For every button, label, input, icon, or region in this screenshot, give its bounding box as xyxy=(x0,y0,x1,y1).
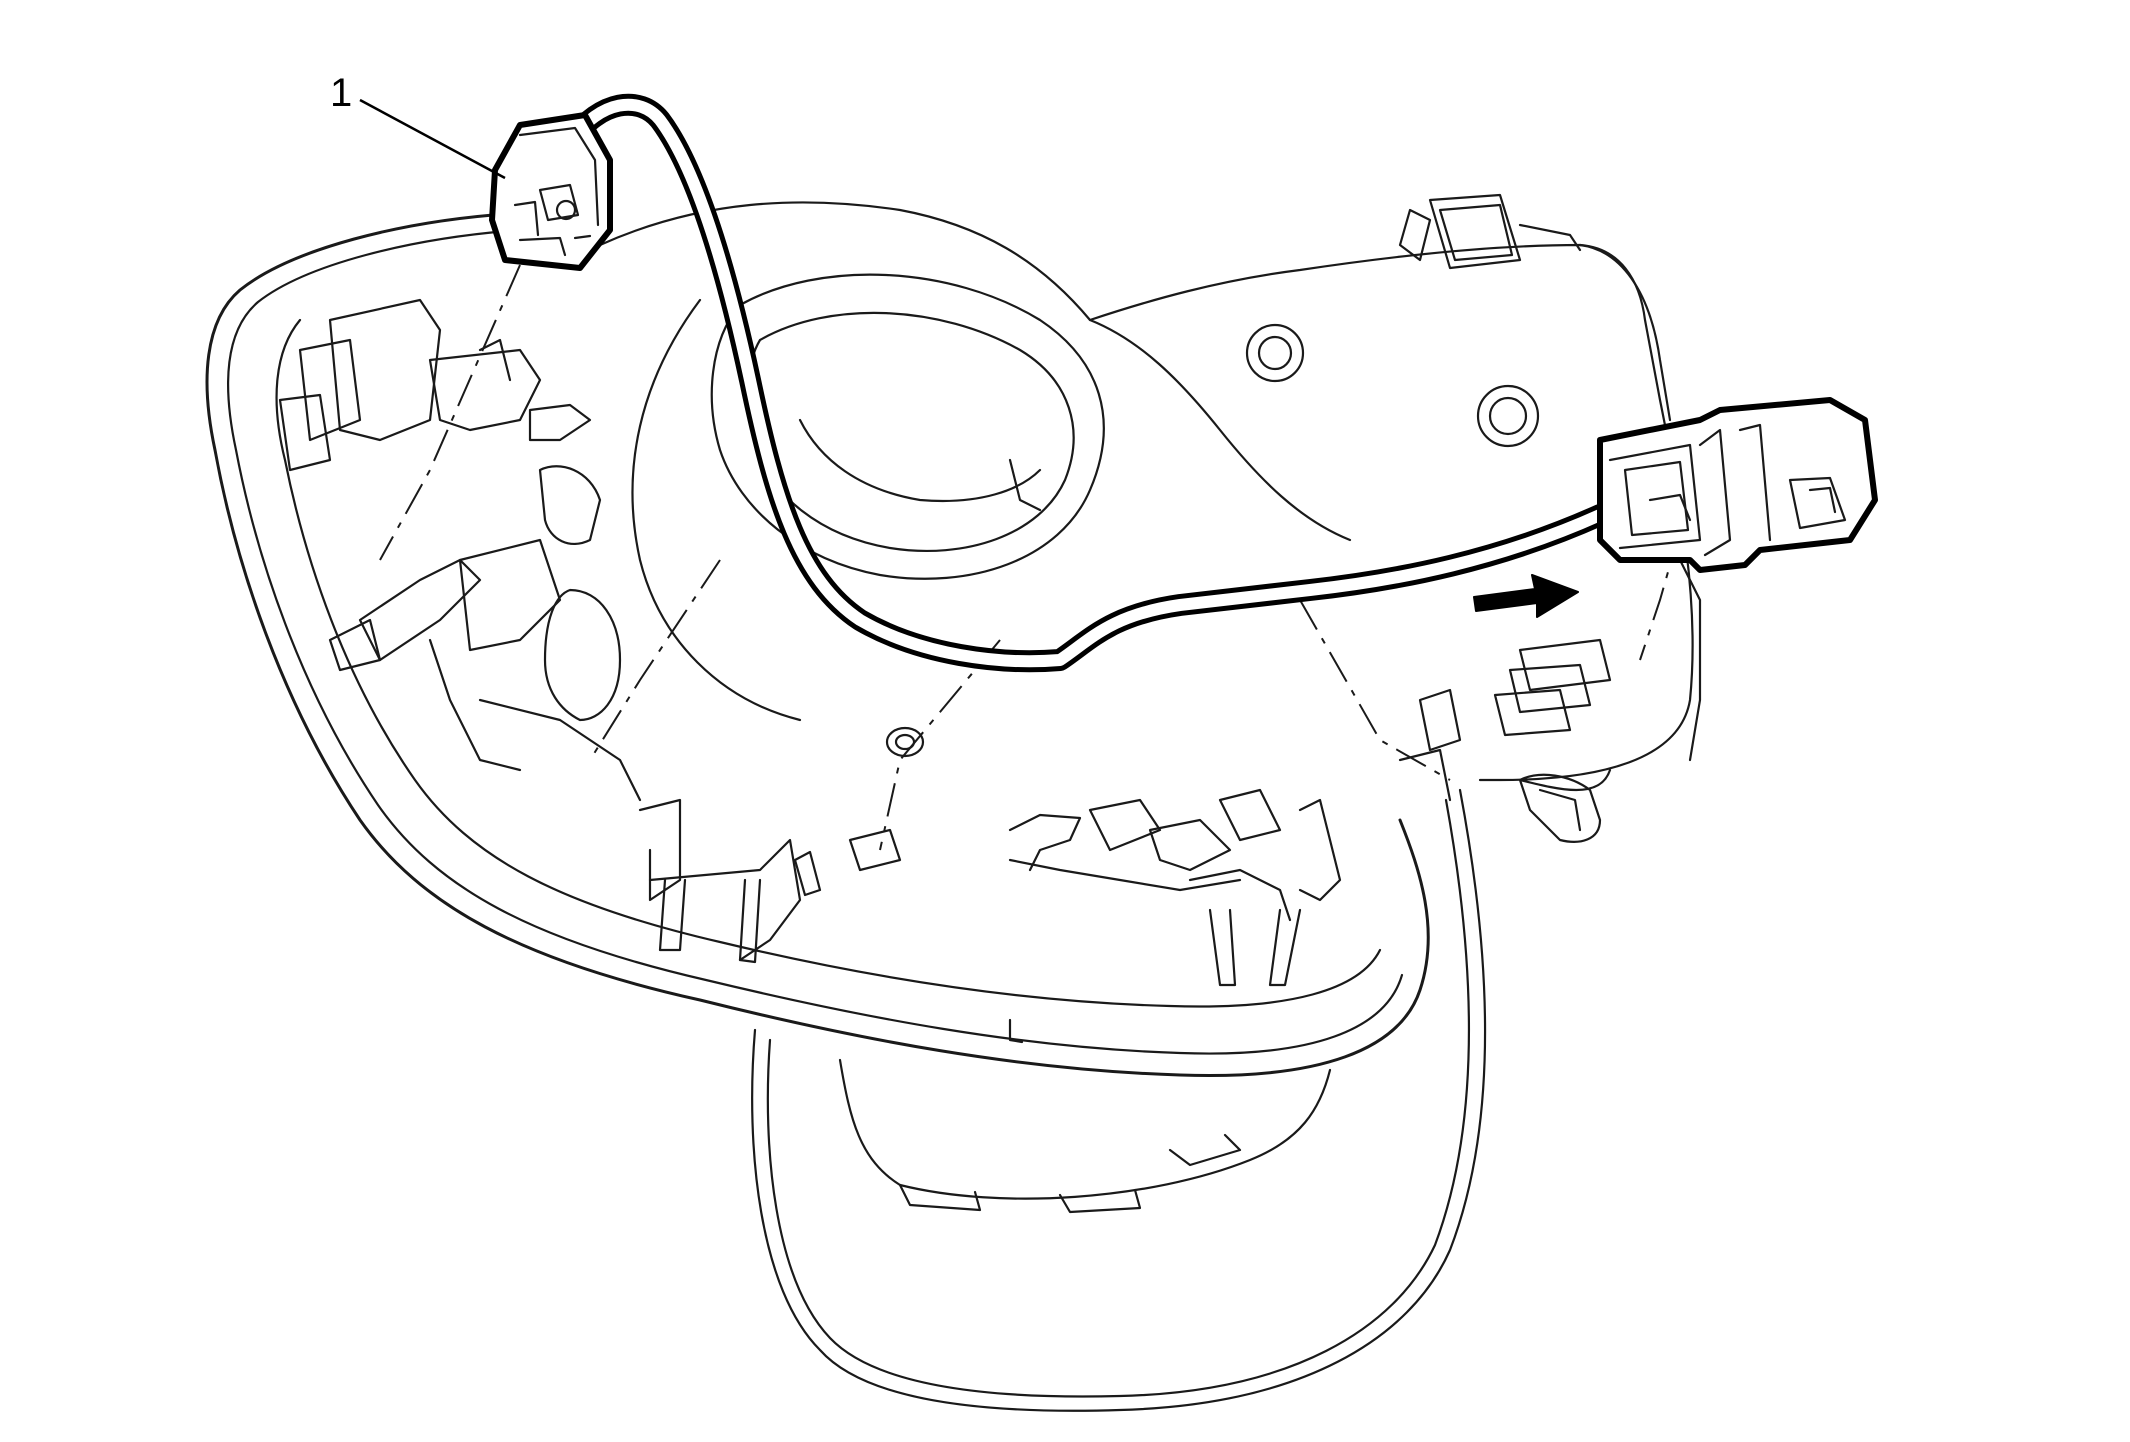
fuel-door-flap xyxy=(751,788,1487,1412)
callout-leader-line xyxy=(359,98,506,180)
right-connector xyxy=(1597,397,1878,573)
housing-flange xyxy=(205,211,1430,1078)
callout-1: 1 xyxy=(330,71,506,180)
actuator xyxy=(1398,638,1612,843)
right-arrow-icon xyxy=(1473,574,1579,618)
callout-label: 1 xyxy=(330,71,352,115)
left-clips xyxy=(278,298,642,802)
bottom-clips xyxy=(638,788,1342,987)
upper-connector xyxy=(489,112,613,271)
bolt-bosses xyxy=(885,323,1540,758)
wiring-harness xyxy=(561,93,1611,673)
housing-body xyxy=(598,193,1702,791)
